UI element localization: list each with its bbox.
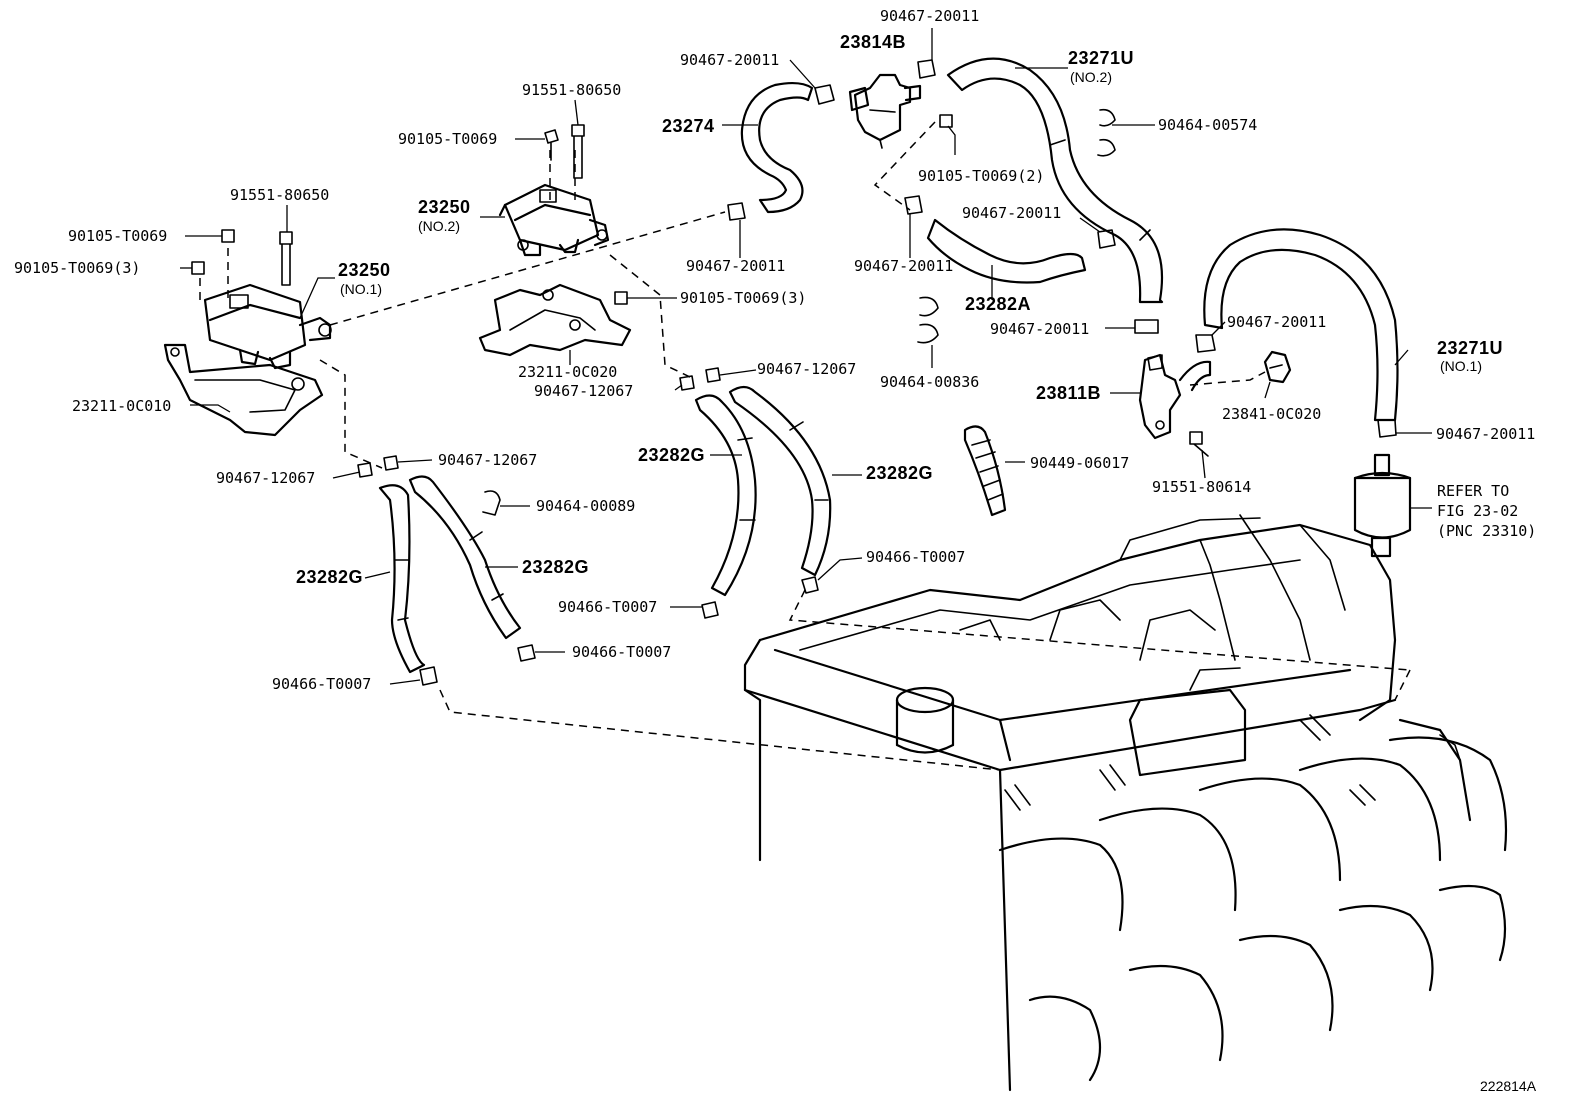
label-90105-t0069-3a: 90105-T0069(3)	[14, 259, 141, 277]
label-90467-20011-d: 90467-20011	[854, 257, 954, 275]
label-23271u-no2: 23271U	[1068, 48, 1135, 68]
bracket-23211-0c020	[478, 283, 632, 357]
label-90466-t0007-a: 90466-T0007	[866, 548, 966, 566]
leader-lines	[180, 28, 1432, 685]
label-90466-t0007-b: 90466-T0007	[558, 598, 658, 616]
label-90449-06017: 90449-06017	[1030, 454, 1130, 472]
label-90467-20011-top: 90467-20011	[880, 7, 980, 25]
bolts	[191, 114, 1209, 457]
valve-no1	[203, 283, 332, 370]
label-90467-20011-b: 90467-20011	[962, 204, 1062, 222]
label-23250-no2: 23250	[418, 197, 471, 217]
label-90105-t0069-b: 90105-T0069	[68, 227, 168, 245]
label-23274: 23274	[662, 116, 715, 136]
label-90467-12067-b: 90467-12067	[534, 382, 634, 400]
label-90467-20011-a: 90467-20011	[680, 51, 780, 69]
label-23271u-no1: 23271U	[1437, 338, 1504, 358]
engine-block	[743, 514, 1508, 1092]
label-90464-00574: 90464-00574	[1158, 116, 1258, 134]
label-23811b: 23811B	[1036, 383, 1102, 403]
label-91551-80614: 91551-80614	[1152, 478, 1252, 496]
union-23811b	[1138, 353, 1212, 440]
label-23211-0c010: 23211-0C010	[72, 397, 172, 415]
label-90466-t0007-c: 90466-T0007	[572, 643, 672, 661]
label-90467-20011-c: 90467-20011	[686, 257, 786, 275]
label-90467-20011-g: 90467-20011	[1436, 425, 1536, 443]
label-91551-80650-a: 91551-80650	[522, 81, 622, 99]
label-23211-0c020: 23211-0C020	[518, 363, 618, 381]
dashed-connection-lines	[199, 121, 1411, 771]
label-90466-t0007-d: 90466-T0007	[272, 675, 372, 693]
label-23282g-d: 23282G	[522, 557, 590, 577]
label-23814b: 23814B	[840, 32, 907, 52]
label-23250-no1-sub: (NO.1)	[340, 281, 382, 297]
label-90105-t0069-3b: 90105-T0069(3)	[680, 289, 807, 307]
fuel-filter	[1353, 453, 1412, 558]
clamps	[357, 59, 1397, 686]
label-90467-20011-f: 90467-20011	[1227, 313, 1327, 331]
refer-note-line1: REFER TO	[1437, 482, 1510, 500]
label-90105-t0069-2: 90105-T0069(2)	[918, 167, 1045, 185]
clip-23841-0c020	[1263, 350, 1292, 384]
refer-note-line3: (PNC 23310)	[1437, 522, 1537, 540]
bracket-23211-0c010	[163, 343, 324, 437]
diagram-id: 222814A	[1480, 1078, 1537, 1094]
label-23271u-no1-sub: (NO.1)	[1440, 358, 1482, 374]
label-91551-80650-b: 91551-80650	[230, 186, 330, 204]
label-23250-no2-sub: (NO.2)	[418, 218, 460, 234]
label-23282a: 23282A	[965, 294, 1032, 314]
label-90105-t0069-a: 90105-T0069	[398, 130, 498, 148]
refer-note-line2: FIG 23-02	[1437, 502, 1519, 520]
label-23841-0c020: 23841-0C020	[1222, 405, 1322, 423]
hoses	[378, 57, 1399, 674]
union-23814b	[848, 73, 922, 149]
label-23250-no1: 23250	[338, 260, 391, 280]
label-23271u-no2-sub: (NO.2)	[1070, 69, 1112, 85]
label-90464-00089: 90464-00089	[536, 497, 636, 515]
label-90467-20011-e: 90467-20011	[990, 320, 1090, 338]
label-90467-12067-a: 90467-12067	[757, 360, 857, 378]
label-90467-12067-d: 90467-12067	[216, 469, 316, 487]
label-23282g-b: 23282G	[866, 463, 934, 483]
valve-no2	[498, 183, 610, 257]
label-23282g-c: 23282G	[296, 567, 364, 587]
label-23282g-a: 23282G	[638, 445, 706, 465]
label-90467-12067-c: 90467-12067	[438, 451, 538, 469]
label-90464-00836: 90464-00836	[880, 373, 980, 391]
